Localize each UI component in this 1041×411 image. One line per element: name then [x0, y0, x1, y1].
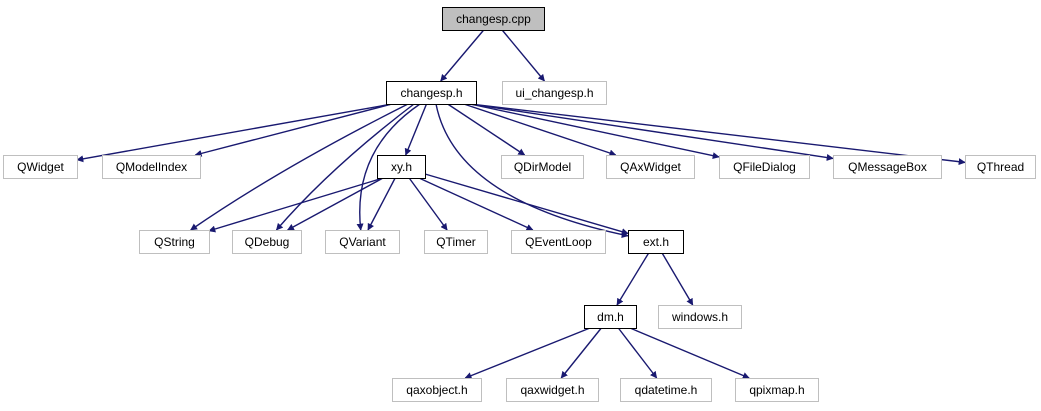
node-windows-h[interactable]: windows.h [658, 305, 742, 329]
node-label-qtimer: QTimer [436, 235, 476, 249]
node-qdirmodel[interactable]: QDirModel [501, 155, 584, 179]
node-xy-h[interactable]: xy.h [377, 155, 426, 179]
node-label-windows-h: windows.h [671, 310, 728, 324]
edges-layer [76, 29, 966, 379]
nodes-layer: changesp.cpp changesp.h ui_changesp.hQWidg… [3, 7, 1036, 402]
edge-changesp-cpp-to-changesp-h [440, 29, 485, 82]
node-label-qwidget: QWidget [17, 160, 64, 174]
edge-dm-h-to-qdatetime-h [617, 327, 658, 379]
node-qthread[interactable]: QThread [965, 155, 1036, 179]
node-box-ext-h [628, 230, 684, 254]
node-box-qvariant [325, 230, 400, 254]
node-qdebug[interactable]: QDebug [232, 230, 302, 254]
node-box-qdatetime-h [620, 378, 712, 402]
edge-xy-h-to-ext-h [424, 173, 629, 236]
edge-xy-h-to-qstring [208, 177, 384, 233]
edge-dm-h-to-qaxobject-h [464, 327, 591, 379]
node-box-changesp-h [386, 81, 477, 105]
node-label-qvariant: QVariant [339, 235, 386, 249]
node-qmessagebox[interactable]: QMessageBox [833, 155, 942, 179]
node-label-qfiledialog: QFileDialog [733, 160, 796, 174]
node-box-qmessagebox [833, 155, 942, 179]
node-label-qaxwidget-h: qaxwidget.h [520, 383, 584, 397]
node-qaxobject-h[interactable]: qaxobject.h [392, 378, 482, 402]
edge-dm-h-to-qpixmap-h [629, 327, 750, 379]
node-dm-h[interactable]: dm.h [584, 305, 637, 329]
node-box-qdirmodel [501, 155, 584, 179]
node-qfiledialog[interactable]: QFileDialog [719, 155, 810, 179]
node-label-qstring: QString [154, 235, 195, 249]
node-box-qwidget [3, 155, 78, 179]
node-label-qmessagebox: QMessageBox [848, 160, 927, 174]
node-box-qpixmap-h [735, 378, 819, 402]
node-label-ui-changesp-h: ui_changesp.h [515, 86, 593, 100]
node-label-dm-h: dm.h [597, 310, 624, 324]
node-qpixmap-h[interactable]: qpixmap.h [735, 378, 819, 402]
node-box-qmodelindex [102, 155, 201, 179]
node-label-ext-h: ext.h [643, 235, 669, 249]
node-ui-changesp-h[interactable]: ui_changesp.h [502, 81, 607, 105]
edge-changesp-h-to-ext-h [435, 103, 629, 238]
edge-changesp-cpp-to-ui-changesp-h [501, 29, 545, 82]
node-changesp-cpp[interactable]: changesp.cpp [442, 7, 545, 31]
node-label-qaxwidget: QAxWidget [620, 160, 681, 174]
node-box-xy-h [377, 155, 426, 179]
edge-changesp-h-to-qaxwidget [463, 103, 617, 157]
node-box-qstring [139, 230, 210, 254]
edge-dm-h-to-qaxwidget-h [560, 327, 602, 379]
node-qdatetime-h[interactable]: qdatetime.h [620, 378, 712, 402]
node-box-ui-changesp-h [502, 81, 607, 105]
edge-changesp-h-to-qvariant [356, 103, 421, 231]
node-box-dm-h [584, 305, 637, 329]
edge-changesp-h-to-qfiledialog [469, 103, 720, 160]
edge-xy-h-to-qtimer [408, 177, 448, 231]
edge-changesp-h-to-qdirmodel [447, 103, 526, 156]
node-label-qeventloop: QEventLoop [525, 235, 592, 249]
node-qvariant[interactable]: QVariant [325, 230, 400, 254]
node-box-qfiledialog [719, 155, 810, 179]
node-label-qaxobject-h: qaxobject.h [406, 383, 467, 397]
edge-changesp-h-to-qdebug [275, 103, 415, 231]
node-box-qaxwidget [606, 155, 695, 179]
node-box-qaxwidget-h [506, 378, 599, 402]
node-qaxwidget-h[interactable]: qaxwidget.h [506, 378, 599, 402]
edge-changesp-h-to-qwidget [76, 103, 393, 163]
edge-changesp-h-to-qstring [190, 103, 409, 231]
node-box-qaxobject-h [392, 378, 482, 402]
edge-xy-h-to-qeventloop [418, 177, 534, 231]
node-box-qdebug [232, 230, 302, 254]
node-label-xy-h: xy.h [391, 160, 412, 174]
node-label-changesp-h: changesp.h [400, 86, 462, 100]
node-label-qpixmap-h: qpixmap.h [749, 383, 804, 397]
edge-changesp-h-to-qmodelindex [194, 103, 393, 157]
node-qeventloop[interactable]: QEventLoop [511, 230, 606, 254]
node-box-qtimer [424, 230, 488, 254]
edge-changesp-h-to-xy-h [404, 103, 428, 156]
node-ext-h[interactable]: ext.h [628, 230, 684, 254]
node-label-qthread: QThread [977, 160, 1024, 174]
node-label-qdatetime-h: qdatetime.h [635, 383, 698, 397]
node-label-qmodelindex: QModelIndex [116, 160, 187, 174]
edge-xy-h-to-qdebug [286, 177, 384, 231]
node-qmodelindex[interactable]: QModelIndex [102, 155, 201, 179]
node-qwidget[interactable]: QWidget [3, 155, 78, 179]
node-qaxwidget[interactable]: QAxWidget [606, 155, 695, 179]
edge-changesp-h-to-qthread [469, 103, 966, 166]
node-qtimer[interactable]: QTimer [424, 230, 488, 254]
node-qstring[interactable]: QString [139, 230, 210, 254]
node-box-qeventloop [511, 230, 606, 254]
node-box-windows-h [658, 305, 742, 329]
node-box-qthread [965, 155, 1036, 179]
edge-xy-h-to-qvariant [367, 177, 396, 231]
edge-ext-h-to-dm-h [616, 252, 650, 306]
edge-changesp-h-to-qmessagebox [469, 103, 834, 161]
node-box-changesp-cpp [442, 7, 545, 31]
node-label-changesp-cpp: changesp.cpp [456, 12, 531, 26]
node-label-qdebug: QDebug [245, 235, 290, 249]
node-label-qdirmodel: QDirModel [514, 160, 571, 174]
node-changesp-h[interactable]: changesp.h [386, 81, 477, 105]
edge-ext-h-to-windows-h [661, 252, 694, 306]
